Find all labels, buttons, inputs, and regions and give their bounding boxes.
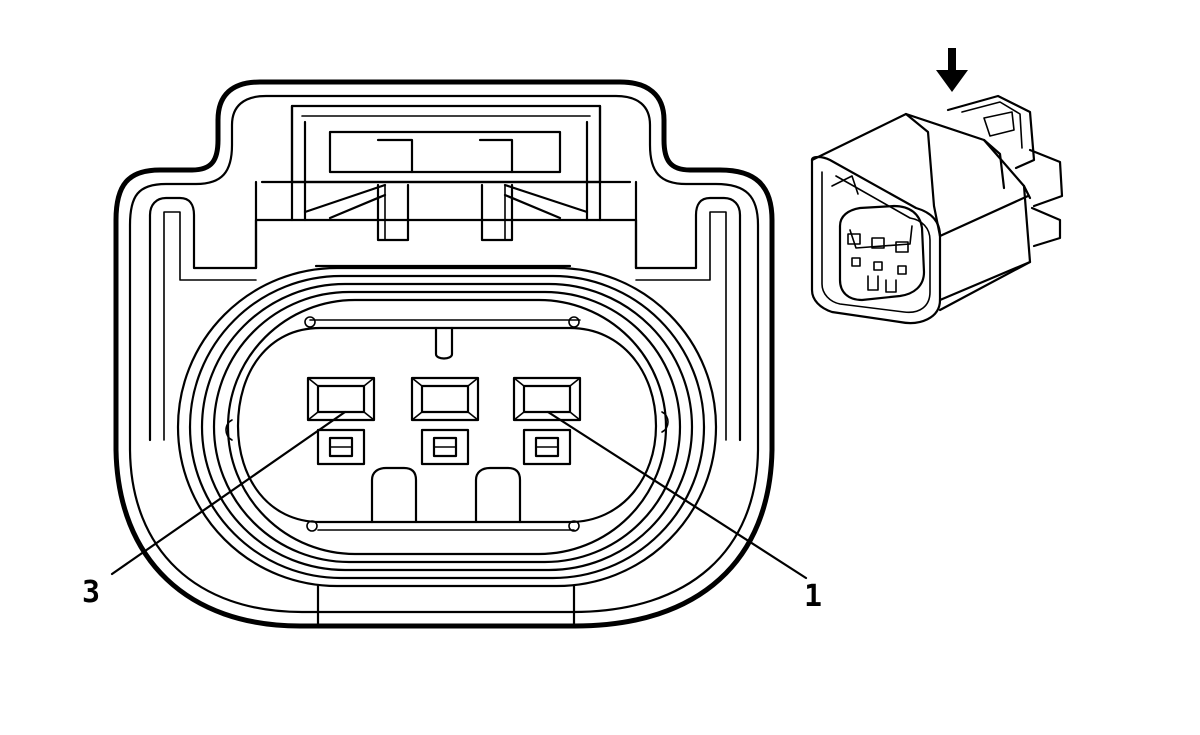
left-slot-inner	[163, 211, 257, 441]
bottom-rib	[370, 466, 418, 524]
cavity-dot	[304, 316, 316, 328]
connector-iso-view	[810, 48, 1064, 325]
polarization-key	[434, 326, 454, 360]
bottom-flat	[316, 584, 576, 628]
terminal-lock-window	[420, 428, 470, 466]
housing-outline	[113, 79, 775, 629]
iso-latch	[946, 94, 1036, 170]
iso-body-top	[810, 112, 1032, 312]
side-bump	[661, 411, 669, 433]
iso-lock	[897, 265, 907, 275]
cavity-dot	[568, 316, 580, 328]
bottom-rib	[474, 466, 522, 524]
terminal-window	[512, 376, 582, 422]
left-latch-slot	[148, 180, 258, 442]
right-slot-inner	[635, 211, 727, 441]
cavity-rim	[309, 319, 581, 531]
terminal-cavity-face	[236, 326, 658, 524]
iso-rib	[1028, 148, 1064, 208]
terminal-lock-window	[316, 428, 366, 466]
terminal-window	[410, 376, 480, 422]
arrow-down-icon	[936, 48, 968, 92]
iso-body-side	[938, 184, 1032, 302]
iso-terminal	[895, 241, 909, 253]
callout-pin-3: 3	[82, 410, 347, 610]
leader-line	[546, 410, 808, 580]
cavity-dot	[568, 520, 580, 532]
seal-top-edge	[254, 218, 638, 270]
pin-label: 3	[82, 575, 100, 610]
cavity-dot	[306, 520, 318, 532]
right-latch-slot	[634, 180, 742, 442]
terminal-lock-window	[522, 428, 572, 466]
callout-pin-1: 1	[546, 410, 822, 614]
iso-lock	[851, 257, 861, 267]
housing-inner-outline	[128, 94, 760, 614]
iso-rib	[1030, 206, 1062, 248]
iso-terminal	[847, 233, 861, 245]
terminal-window	[306, 376, 376, 422]
connector-face-view	[113, 79, 775, 629]
side-bump	[225, 419, 233, 441]
leader-line	[110, 410, 347, 576]
seal-rings	[176, 266, 718, 588]
lock-tab	[254, 104, 638, 242]
iso-lock	[873, 261, 883, 271]
pin-label: 1	[804, 579, 822, 614]
iso-terminal	[871, 237, 885, 249]
iso-cavity	[838, 204, 926, 302]
